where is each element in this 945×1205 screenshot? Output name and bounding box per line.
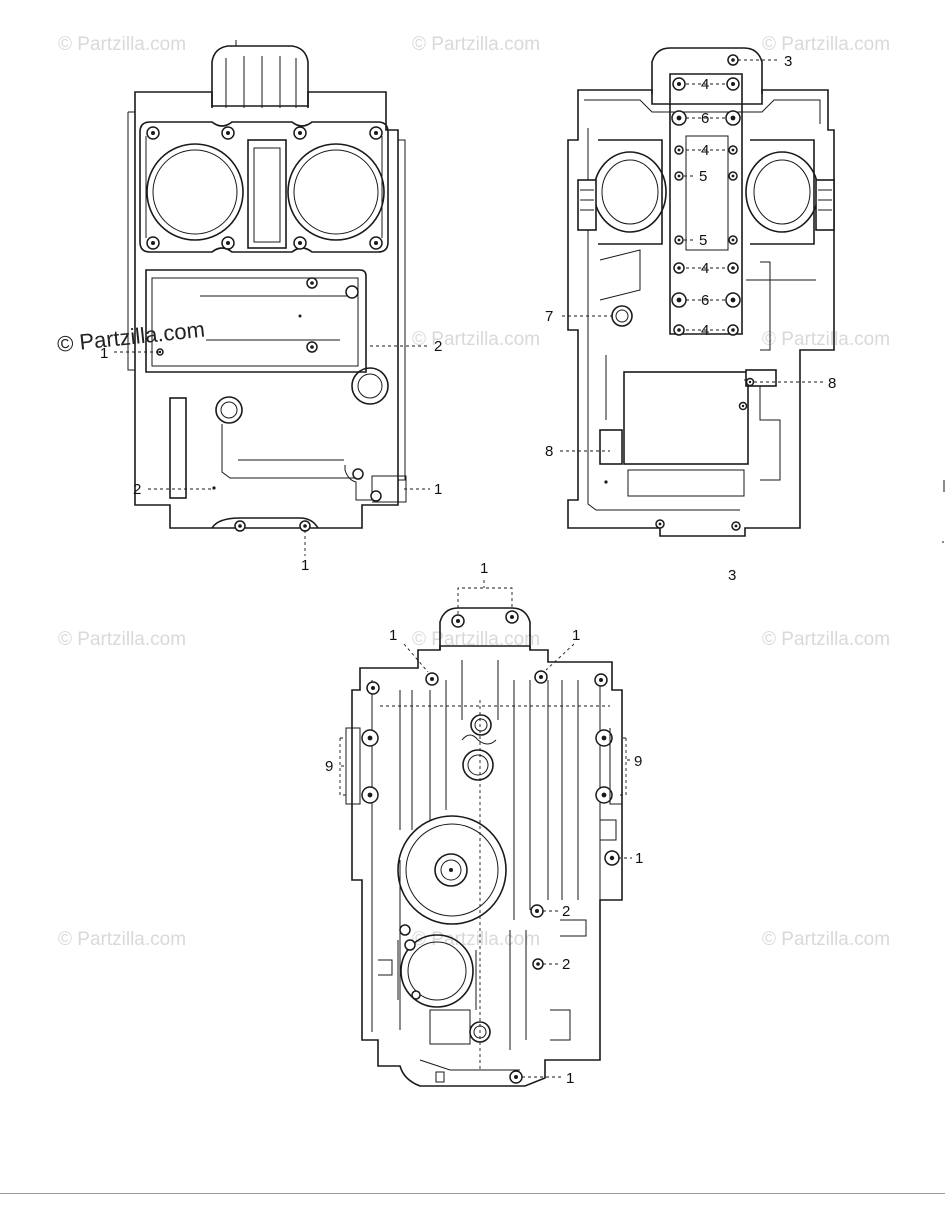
- watermark: © Partzilla.com: [58, 929, 186, 950]
- callout-label: 1: [572, 627, 580, 644]
- lower-crankcase-bottom-view: [345, 607, 623, 1087]
- watermark: © Partzilla.com: [762, 329, 890, 350]
- callout-label: 2: [562, 903, 570, 920]
- callout-label: 7: [545, 308, 553, 325]
- watermark: © Partzilla.com: [762, 34, 890, 55]
- callout-label: 4: [701, 322, 709, 339]
- watermark: © Partzilla.com: [412, 34, 540, 55]
- callout-label: 1: [566, 1070, 574, 1087]
- watermark: © Partzilla.com: [412, 629, 540, 650]
- watermark: © Partzilla.com: [58, 34, 186, 55]
- watermark: © Partzilla.com: [412, 329, 540, 350]
- watermark: © Partzilla.com: [412, 929, 540, 950]
- callouts-top-right: 3 4 6 4 5 5 4 6 7 4 8 8 3: [545, 53, 836, 584]
- watermark: © Partzilla.com: [58, 629, 186, 650]
- callout-label: 1: [389, 627, 397, 644]
- crankcase-bolt-pairs: [671, 54, 741, 336]
- callout-label: 6: [701, 110, 709, 127]
- head-bolt-group: [146, 126, 383, 250]
- footer-rule: [0, 1193, 945, 1194]
- callout-label: 9: [325, 758, 333, 775]
- watermark: © Partzilla.com: [762, 929, 890, 950]
- callout-label: 9: [634, 753, 642, 770]
- callout-label: 4: [701, 76, 709, 93]
- watermark-layer: © Partzilla.com © Partzilla.com © Partzi…: [58, 34, 890, 950]
- lower-case-bolts: [361, 610, 620, 1084]
- leader-lines-top-left: [114, 345, 430, 556]
- leader-lines-top-right: [560, 59, 824, 452]
- callout-label: 1: [100, 345, 108, 362]
- callout-label: 4: [701, 260, 709, 277]
- callout-label: 1: [480, 560, 488, 577]
- callout-label: 2: [434, 338, 442, 355]
- callout-label: 2: [562, 956, 570, 973]
- leader-lines-bottom: [339, 580, 632, 1078]
- callout-label: 6: [701, 292, 709, 309]
- watermark-prominent: © Partzilla.com: [56, 317, 206, 357]
- callout-label: 3: [784, 53, 792, 70]
- upper-crankcase-top-view: [127, 40, 407, 532]
- callout-label: 2: [133, 481, 141, 498]
- callouts-top-left: 1 2 2 1 1: [100, 338, 442, 574]
- watermark: © Partzilla.com: [762, 629, 890, 650]
- callout-label: 8: [545, 443, 553, 460]
- callouts-bottom: 1 1 1 9 9 1 2 2 1: [325, 560, 643, 1087]
- upper-crankcase-bottom-view: [567, 47, 945, 543]
- callout-label: 4: [701, 142, 709, 159]
- callout-label: 1: [434, 481, 442, 498]
- callout-label: 8: [828, 375, 836, 392]
- callout-label: 1: [635, 850, 643, 867]
- callout-label: 3: [728, 567, 736, 584]
- callout-label: 5: [699, 232, 707, 249]
- callout-label: 5: [699, 168, 707, 185]
- callout-label: 1: [301, 557, 309, 574]
